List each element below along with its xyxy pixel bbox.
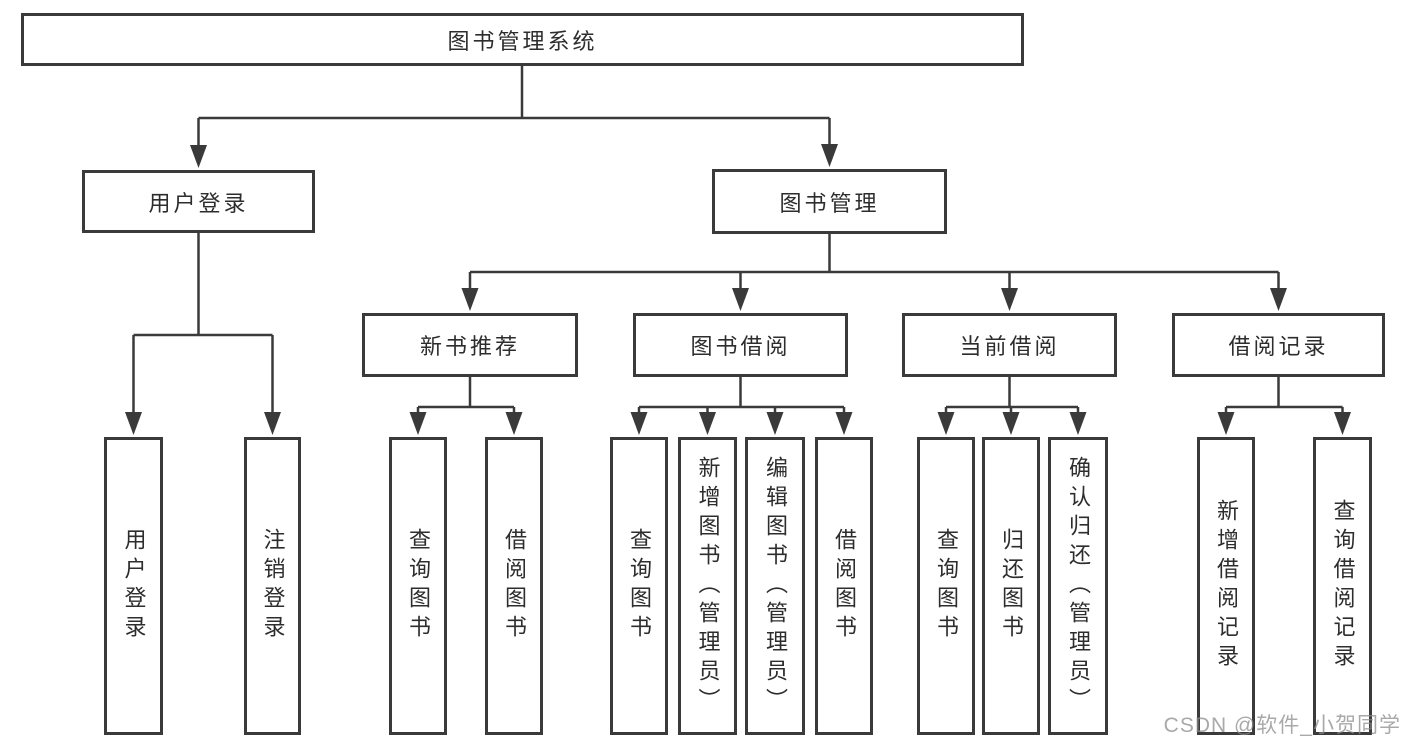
arrowhead-icon xyxy=(835,412,853,435)
node-book-management: 图书管理 xyxy=(712,169,947,234)
arrowhead-icon xyxy=(190,145,207,168)
arrowhead-icon xyxy=(766,412,784,435)
arrowhead-icon xyxy=(630,412,648,435)
arrowhead-icon xyxy=(732,288,749,311)
leaf-borrow-books: 借阅图书 xyxy=(485,437,543,735)
node-borrowing-records: 借阅记录 xyxy=(1172,313,1385,377)
arrowhead-icon xyxy=(1334,412,1351,435)
arrowhead-icon xyxy=(461,288,479,311)
leaf-query-books: 查询图书 xyxy=(389,437,447,735)
arrowhead-icon xyxy=(1217,412,1235,435)
leaf-confirm-return-admin: 确认归还（管理员） xyxy=(1048,437,1108,735)
leaf-query-books: 查询图书 xyxy=(917,437,975,735)
arrowhead-icon xyxy=(1002,412,1020,435)
node-user-login: 用户登录 xyxy=(82,170,315,233)
arrowhead-icon xyxy=(937,412,955,435)
leaf-add-books-admin: 新增图书（管理员） xyxy=(678,437,737,735)
leaf-user-login: 用户登录 xyxy=(104,437,163,735)
arrowheads xyxy=(125,144,1351,435)
leaf-edit-books-admin: 编辑图书（管理员） xyxy=(745,437,805,735)
leaf-return-books: 归还图书 xyxy=(982,437,1040,735)
node-book-borrowing: 图书借阅 xyxy=(633,313,848,377)
arrowhead-icon xyxy=(409,412,427,435)
arrowhead-icon xyxy=(125,412,142,435)
arrowhead-icon xyxy=(505,412,523,435)
node-current-borrowing: 当前借阅 xyxy=(902,313,1117,377)
arrowhead-icon xyxy=(264,412,281,435)
leaf-add-borrow-record: 新增借阅记录 xyxy=(1197,437,1255,735)
node-new-book-recommend: 新书推荐 xyxy=(362,313,578,377)
arrowhead-icon xyxy=(1069,412,1087,435)
arrowhead-icon xyxy=(1001,288,1018,311)
leaf-logout: 注销登录 xyxy=(244,437,301,735)
arrowhead-icon xyxy=(699,412,716,435)
leaf-borrow-books: 借阅图书 xyxy=(815,437,873,735)
arrowhead-icon xyxy=(821,144,838,167)
leaf-query-books: 查询图书 xyxy=(610,437,668,735)
leaf-query-borrow-record: 查询借阅记录 xyxy=(1313,437,1372,735)
watermark-text: CSDN @软件_小贺同学 xyxy=(1163,714,1401,737)
node-root-system: 图书管理系统 xyxy=(21,13,1024,66)
arrowhead-icon xyxy=(1270,288,1287,311)
